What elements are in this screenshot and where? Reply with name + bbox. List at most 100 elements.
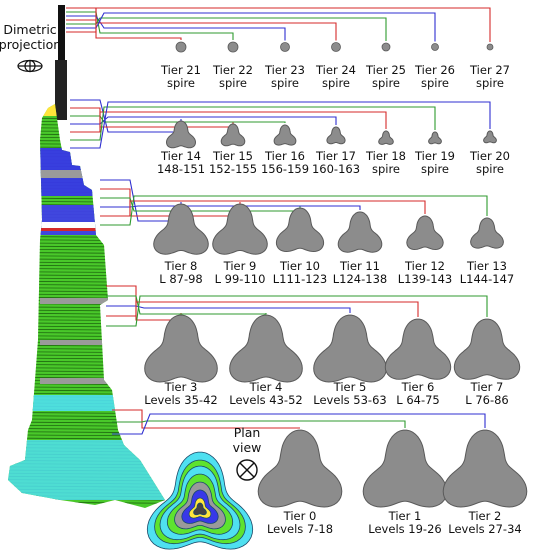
tier-27-levels: spire (476, 76, 504, 90)
tier-21-footprint (175, 41, 187, 53)
tier-13-footprint (470, 217, 504, 249)
leader-line (106, 295, 267, 315)
tier-16-levels: 156-159 (261, 162, 309, 176)
tier-12-label: Tier 12 (404, 259, 445, 273)
tier-23-label: Tier 23 (264, 63, 305, 77)
tier-16-label: Tier 16 (264, 149, 305, 163)
tier-7-levels: L 76-86 (465, 393, 508, 407)
tier-4-footprint (229, 314, 303, 383)
tier-3-footprint (144, 314, 218, 383)
tier-24-footprint (331, 42, 341, 52)
leader-line (70, 116, 337, 125)
leader-line (106, 305, 351, 313)
tier-22-footprint (227, 41, 239, 53)
plan-title: Plan view (233, 425, 262, 455)
tier-19-levels: spire (421, 162, 449, 176)
tier-18-levels: spire (372, 162, 400, 176)
leader-line (66, 7, 491, 42)
tier-27-label: Tier 27 (469, 63, 510, 77)
projection-line2: projection (0, 37, 61, 52)
tier-9-label: Tier 9 (223, 259, 257, 273)
tier-23-levels: spire (271, 76, 299, 90)
tier-1-footprint (362, 429, 448, 508)
tier-5-levels: Levels 53-63 (313, 393, 386, 407)
tier-15-levels: 152-155 (209, 162, 257, 176)
projection-title: Dimetric projection (0, 22, 61, 52)
tier-11-levels: L124-138 (333, 272, 387, 286)
tier-16-footprint (273, 124, 297, 146)
tier-24-label: Tier 24 (315, 63, 356, 77)
tier-14-footprint (165, 120, 197, 149)
leader-line (106, 285, 182, 321)
tier-15-label: Tier 15 (212, 149, 253, 163)
tier-13-levels: L144-147 (460, 272, 514, 286)
tier-20-levels: spire (476, 162, 504, 176)
leader-line (106, 295, 488, 327)
tier-27-footprint (486, 43, 494, 51)
tier-10-levels: L111-123 (273, 272, 327, 286)
plan-line1: Plan (234, 425, 261, 440)
tier-8-label: Tier 8 (164, 259, 198, 273)
leader-line (70, 101, 491, 149)
tier-17-label: Tier 17 (315, 149, 356, 163)
tier-12-footprint (406, 215, 444, 251)
tier-0-footprint (257, 429, 343, 508)
tier-10-footprint (275, 207, 325, 253)
leader-line (100, 200, 426, 217)
tier-4-levels: Levels 43-52 (229, 393, 302, 407)
nadir-icon (236, 459, 258, 481)
tier-1-levels: Levels 19-26 (368, 522, 441, 536)
tier-19-footprint (428, 131, 442, 145)
leader-line (70, 106, 436, 141)
tier-11-footprint (337, 211, 383, 253)
tier-12-levels: L139-143 (398, 272, 452, 286)
tier-11-label: Tier 11 (339, 259, 380, 273)
tower-spire (55, 5, 67, 120)
leader-line (106, 301, 419, 317)
tier-14-levels: 148-151 (157, 162, 205, 176)
tier-26-footprint (431, 43, 439, 51)
tier-18-footprint (378, 130, 394, 145)
tier-17-levels: 160-163 (312, 162, 360, 176)
plan-line2: view (233, 440, 262, 455)
plan-view-footprint (146, 451, 254, 550)
leader-line (66, 7, 182, 40)
tier-17-footprint (326, 126, 346, 145)
plan-outline (193, 502, 207, 516)
leader-line (66, 19, 337, 41)
tier-25-label: Tier 25 (365, 63, 406, 77)
tier-26-label: Tier 26 (414, 63, 455, 77)
leader-line (66, 11, 234, 40)
tier-9-levels: L 99-110 (215, 272, 266, 286)
leader-line (112, 413, 486, 435)
tier-23-footprint (280, 42, 290, 52)
leader-line (66, 12, 436, 42)
tier-20-label: Tier 20 (469, 149, 510, 163)
tier-1-label: Tier 1 (388, 509, 422, 523)
tier-20-footprint (483, 130, 497, 144)
tier-2-levels: Levels 27-34 (448, 522, 521, 536)
leader-line (100, 205, 361, 210)
tier-5-label: Tier 5 (333, 380, 367, 394)
tier-2-label: Tier 2 (468, 509, 502, 523)
tier-6-footprint (384, 318, 452, 380)
tier-6-label: Tier 6 (401, 380, 435, 394)
tier-22-label: Tier 22 (212, 63, 253, 77)
globe-icon (17, 59, 43, 73)
tier-4-label: Tier 4 (249, 380, 283, 394)
leader-line (70, 111, 387, 133)
tier-25-footprint (381, 42, 391, 52)
tier-13-label: Tier 13 (466, 259, 507, 273)
tier-8-footprint (153, 203, 209, 255)
leader-line (100, 195, 488, 226)
tier-25-levels: spire (372, 76, 400, 90)
tier-24-levels: spire (322, 76, 350, 90)
tier-7-label: Tier 7 (470, 380, 504, 394)
tier-7-footprint (453, 318, 521, 380)
leader-line (66, 17, 387, 41)
tier-5-footprint (313, 314, 387, 383)
tier-14-label: Tier 14 (160, 149, 201, 163)
